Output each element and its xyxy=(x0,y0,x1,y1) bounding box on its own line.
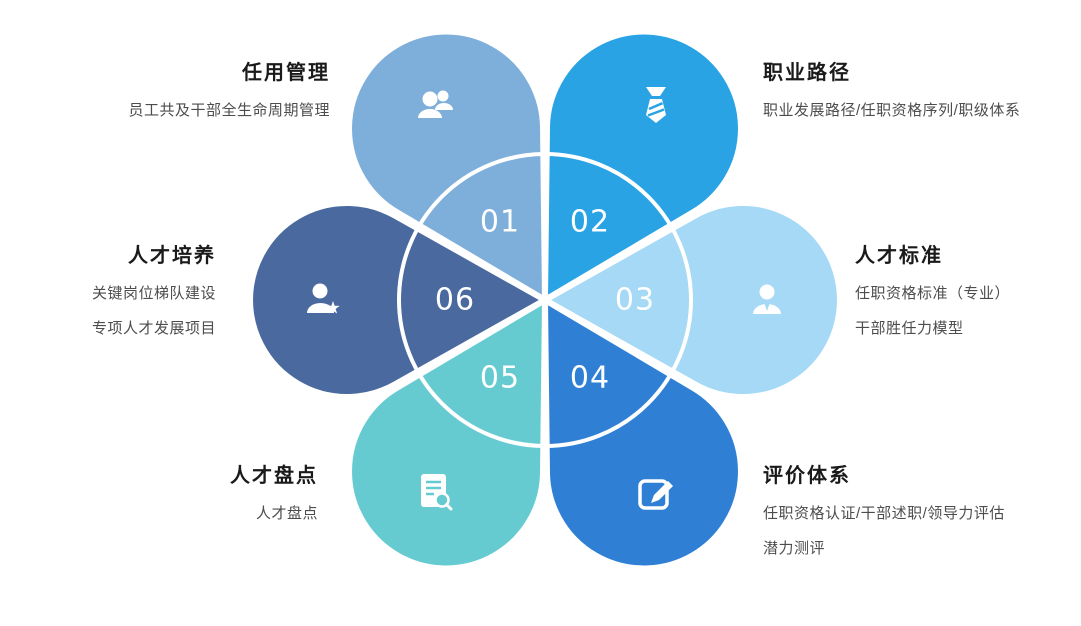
label-evaluation: 评价体系 任职资格认证/干部述职/领导力评估 潜力测评 xyxy=(763,463,1005,559)
petal-career-path xyxy=(542,28,744,303)
petal-group xyxy=(247,28,843,572)
petal-title: 人才盘点 xyxy=(230,465,318,487)
label-development: 人才培养 关键岗位梯队建设 专项人才发展项目 xyxy=(92,243,216,339)
petal-subtitle: 干部胜任力模型 xyxy=(855,320,964,337)
petal-title: 人才培养 xyxy=(128,245,216,267)
person-icon xyxy=(753,284,781,314)
step-number-03: 03 xyxy=(615,283,655,318)
step-number-05: 05 xyxy=(480,361,520,396)
petal-subtitle: 员工共及干部全生命周期管理 xyxy=(128,102,330,119)
users-icon xyxy=(418,90,453,118)
edit-icon xyxy=(638,479,673,510)
petal-title: 评价体系 xyxy=(763,465,851,487)
petal-subtitle: 潜力测评 xyxy=(763,540,826,557)
petal-title: 任用管理 xyxy=(242,62,330,84)
petal-subtitle: 任职资格标准（专业） xyxy=(855,285,1011,302)
label-talent-standard: 人才标准 任职资格标准（专业） 干部胜任力模型 xyxy=(855,243,1010,339)
petal-title: 人才标准 xyxy=(855,245,943,267)
center-ring xyxy=(397,152,693,448)
step-number-04: 04 xyxy=(570,361,610,396)
doc-search-icon xyxy=(421,474,453,511)
petal-subtitle: 专项人才发展项目 xyxy=(91,320,216,337)
petal-subtitle: 职业发展路径/任职资格序列/职级体系 xyxy=(763,102,1021,119)
petal-shape xyxy=(346,28,548,303)
tie-icon xyxy=(646,87,666,123)
petal-shape xyxy=(542,28,744,303)
petal-subtitle: 任职资格认证/干部述职/领导力评估 xyxy=(763,505,1005,522)
petal-subtitle: 关键岗位梯队建设 xyxy=(91,285,216,302)
petal-shape xyxy=(346,297,548,572)
step-number-02: 02 xyxy=(570,205,610,240)
person-star-icon xyxy=(307,283,340,314)
label-inventory: 人才盘点 人才盘点 xyxy=(230,463,318,524)
petal-inventory xyxy=(346,297,548,572)
step-number-06: 06 xyxy=(435,283,475,318)
label-appointment: 任用管理 员工共及干部全生命周期管理 xyxy=(128,60,330,121)
petal-evaluation xyxy=(542,297,744,572)
petal-appointment xyxy=(346,28,548,303)
petal-subtitle: 人才盘点 xyxy=(255,505,318,522)
step-number-01: 01 xyxy=(480,205,520,240)
label-career-path: 职业路径 职业发展路径/任职资格序列/职级体系 xyxy=(763,60,1020,121)
petal-shape xyxy=(542,297,744,572)
petal-title: 职业路径 xyxy=(763,62,851,84)
